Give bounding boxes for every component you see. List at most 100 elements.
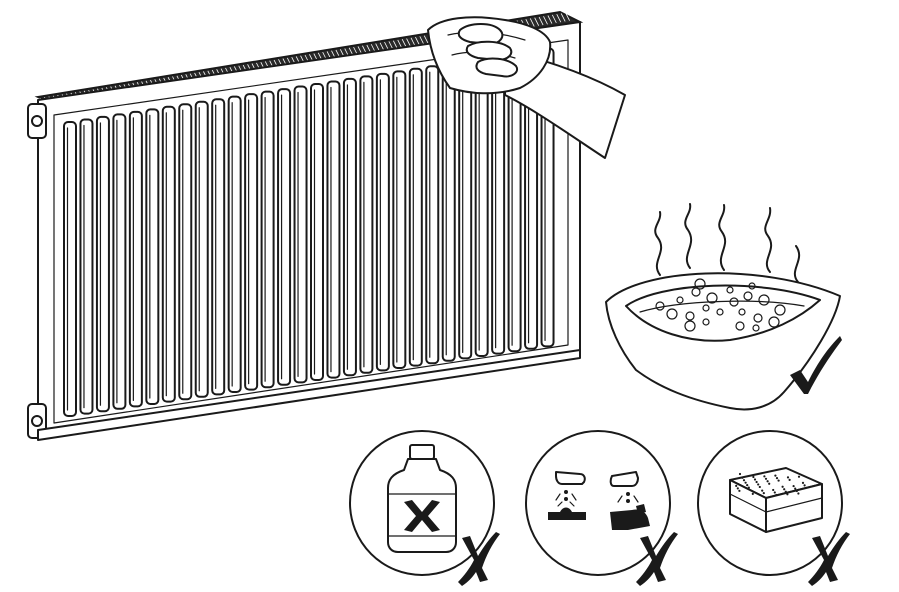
warm-soapy-water-bowl-icon: [605, 203, 842, 411]
sponge-texture-dot: [773, 491, 776, 494]
bubble: [691, 287, 701, 297]
bubble: [753, 313, 763, 323]
grille-slot: [565, 12, 570, 21]
radiator-fin: [227, 95, 242, 394]
grille-slot: [401, 39, 407, 48]
no-abrasive-sponge-sign: [697, 430, 850, 586]
radiator-fin: [342, 77, 357, 377]
radiator-inner-plate: [53, 39, 569, 424]
bubble: [752, 324, 760, 332]
bubble: [706, 292, 718, 304]
bubble: [702, 304, 710, 312]
grille-slot: [419, 36, 425, 45]
grille-slot: [415, 36, 420, 46]
grille-slot: [538, 16, 544, 26]
sponge-texture-dot: [752, 475, 755, 479]
radiator-fin: [95, 115, 110, 413]
grille-slot: [543, 16, 548, 25]
bubble: [702, 318, 710, 326]
check-mark-icon: [790, 336, 842, 394]
sponge-texture-dot: [762, 492, 765, 495]
bubble: [716, 308, 724, 316]
sponge-texture-dot: [772, 488, 775, 492]
sponge-texture-dot: [781, 485, 784, 488]
radiator-fin: [194, 100, 209, 398]
grille-slot: [547, 15, 553, 24]
sponge-texture-dot: [788, 478, 791, 481]
corrosive-hazard-icon: [548, 471, 650, 530]
radiator-fin: [63, 121, 77, 417]
sponge-texture-dot: [794, 487, 797, 490]
radiator-fin: [293, 85, 308, 384]
radiator-fin: [79, 118, 94, 415]
radiator-fin: [359, 75, 374, 374]
bubble: [676, 296, 684, 304]
chemical-bottle-icon: [387, 444, 457, 553]
bubble: [738, 308, 746, 316]
grille-slot: [560, 13, 566, 22]
radiator-fin: [128, 110, 143, 408]
sponge-texture-dot: [747, 486, 750, 489]
grille-slot: [410, 37, 416, 46]
sponge-texture-dot: [775, 493, 778, 497]
radiator-fin: [145, 108, 160, 405]
sponge-texture-dot: [761, 489, 764, 492]
bubble: [743, 291, 753, 301]
radiator-fin: [425, 65, 440, 365]
grille-slot: [397, 39, 403, 49]
bubble: [758, 294, 770, 306]
radiator-fin: [310, 83, 324, 381]
bubble: [729, 297, 739, 307]
radiator-bottom-lip: [37, 349, 581, 441]
radiator-fin: [491, 55, 506, 355]
hand-wiping-with-cloth-icon: [427, 16, 626, 159]
radiator-fin: [260, 90, 275, 389]
sponge-texture-dot: [795, 489, 798, 493]
soap-bubbles-icon: [655, 278, 786, 332]
sponge-texture-dot: [797, 475, 801, 478]
bubble: [735, 321, 745, 331]
sponge-texture-dot: [783, 488, 786, 491]
cross-mark-icon: [636, 532, 678, 586]
radiator-fin: [244, 93, 259, 391]
sponge-texture-dot: [735, 484, 738, 487]
sponge-texture-dot: [744, 481, 747, 484]
radiator-fin: [392, 70, 407, 369]
no-chemical-cleaner-sign: [349, 430, 500, 586]
bubble: [726, 286, 734, 294]
grille-slot: [529, 18, 535, 27]
sponge-texture-dot: [738, 489, 741, 492]
radiator-fin: [178, 103, 193, 401]
sponge-texture-dot: [746, 484, 749, 487]
bubble: [748, 282, 756, 290]
radiator-fin: [441, 62, 456, 362]
sponge-texture-dot: [766, 480, 769, 483]
sponge-texture-dot: [757, 483, 760, 486]
sponge-texture-dot: [797, 492, 800, 495]
bubble: [655, 301, 665, 311]
radiator-fin: [277, 88, 292, 386]
sponge-texture-dot: [738, 472, 742, 476]
sponge-texture-dot: [775, 477, 779, 480]
radiator-fin: [112, 113, 127, 410]
cross-mark-icon: [458, 532, 500, 586]
radiator-fin: [458, 60, 473, 360]
grille-slot: [556, 13, 562, 23]
sponge-texture-dot: [768, 482, 771, 485]
sponge-texture-dot: [753, 478, 757, 481]
abrasive-sponge-icon: [729, 467, 823, 533]
bubble: [694, 278, 706, 290]
sponge-texture-dot: [751, 492, 754, 495]
sponge-texture-dot: [777, 479, 780, 482]
bubble: [774, 304, 786, 316]
sponge-texture-dot: [786, 476, 790, 479]
grille-slot: [423, 35, 429, 44]
radiator-fin: [375, 72, 390, 372]
radiator-fin: [474, 57, 489, 358]
radiator-fin: [211, 98, 226, 396]
bubble: [666, 308, 678, 320]
sponge-texture-dot: [764, 477, 768, 480]
grille-slot: [534, 17, 540, 26]
sponge-texture-dot: [792, 484, 795, 488]
